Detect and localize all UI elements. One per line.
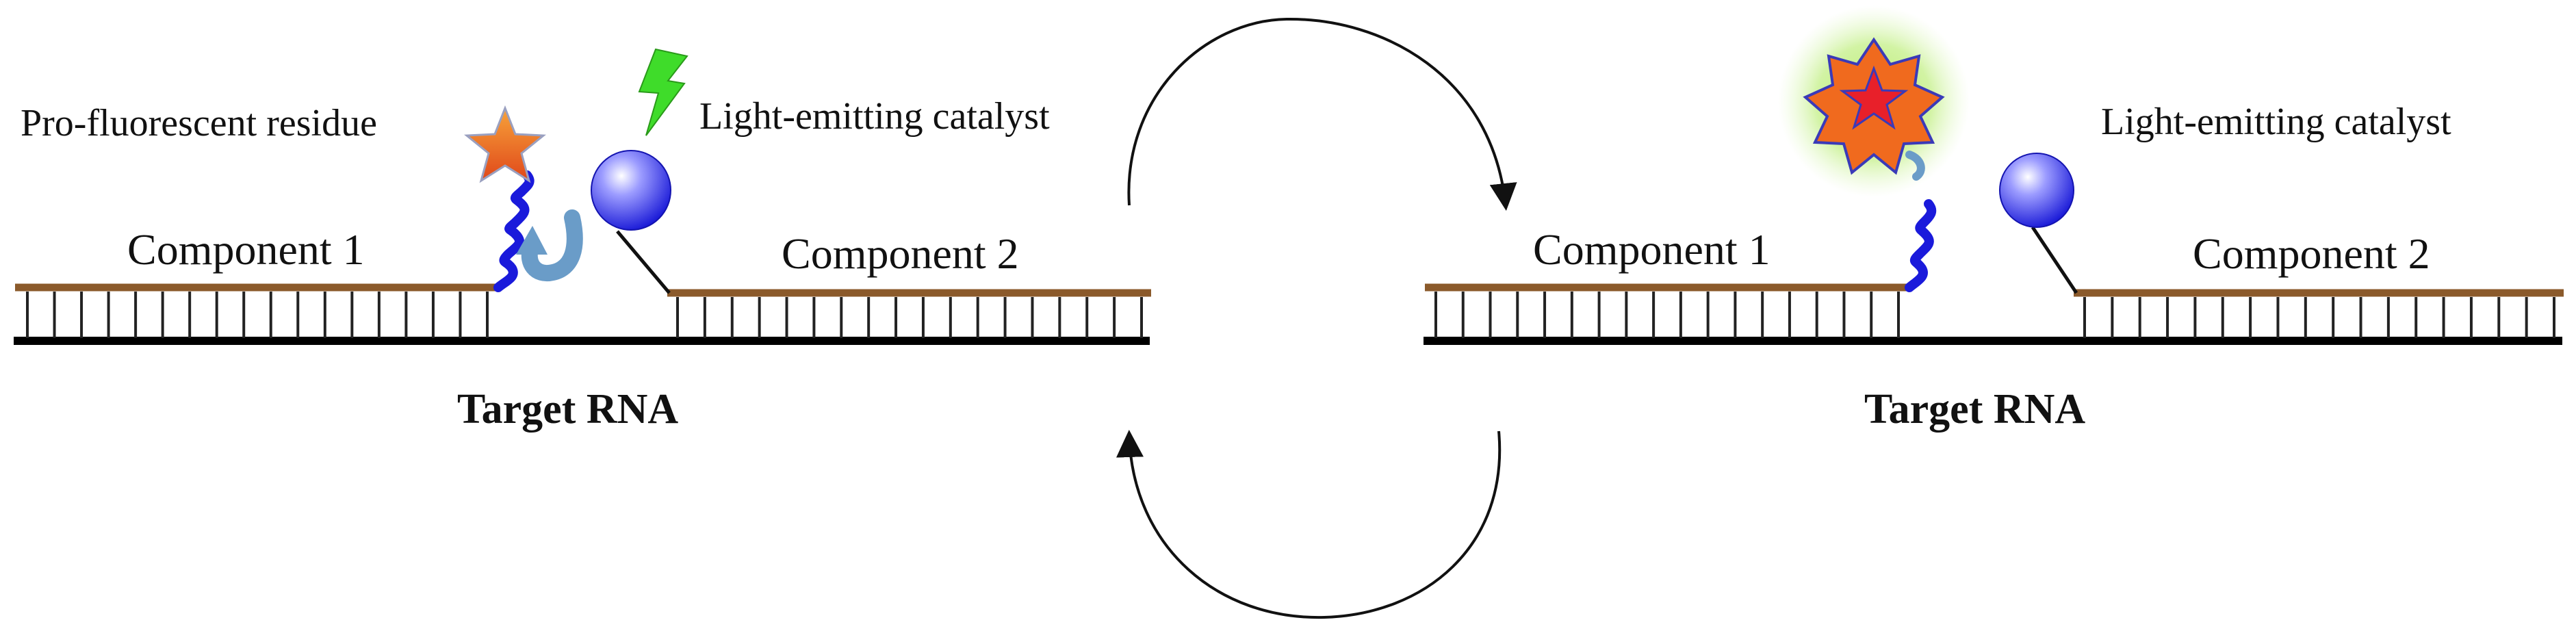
left-component1-label: Component 1 xyxy=(127,225,365,274)
left-target-rna-label: Target RNA xyxy=(457,386,678,433)
activated-fluorophore-inner-star-icon xyxy=(1839,65,1909,130)
cycle-arrows-icon xyxy=(1116,17,1517,619)
left-target-rna-strand xyxy=(14,292,1150,345)
reaction-curl-arrowhead-icon xyxy=(516,226,548,255)
right-linker-coil xyxy=(1905,199,1937,292)
pro-fluorescent-residue-label: Pro-fluorescent residue xyxy=(21,102,377,144)
right-catalyst-tether xyxy=(2031,226,2078,294)
reaction-curl-arrow-icon xyxy=(521,209,583,282)
pro-fluorescent-star-icon xyxy=(464,105,546,183)
cycle-top-arrow xyxy=(1127,17,1517,211)
left-catalyst-tether xyxy=(616,230,671,294)
right-component1-base-pairs xyxy=(1434,292,1900,338)
right-panel: Light-emitting catalyst Component 1 Comp… xyxy=(1424,5,2564,433)
left-light-emitting-catalyst-label: Light-emitting catalyst xyxy=(699,95,1050,138)
right-light-emitting-catalyst-label: Light-emitting catalyst xyxy=(2101,101,2451,143)
right-target-rna-label: Target RNA xyxy=(1864,386,2085,433)
released-curl-icon xyxy=(1905,151,1925,181)
right-component2-base-pairs xyxy=(2083,297,2555,338)
left-panel: Pro-fluorescent residue Light-emitting c… xyxy=(14,48,1151,433)
right-component1-label: Component 1 xyxy=(1533,225,1770,274)
left-component1-base-pairs xyxy=(26,292,489,338)
right-target-rna-strand xyxy=(1424,292,2562,345)
light-flash-lightning-bolt-icon xyxy=(638,48,688,136)
right-component2-label: Component 2 xyxy=(2193,229,2430,278)
cycle-bottom-arrow xyxy=(1116,430,1502,619)
left-linker-coil xyxy=(493,170,534,292)
right-catalyst-sphere-icon xyxy=(1999,153,2074,228)
left-component2-label: Component 2 xyxy=(782,229,1019,278)
left-component2-base-pairs xyxy=(676,297,1143,338)
left-catalyst-sphere-icon xyxy=(591,150,671,231)
